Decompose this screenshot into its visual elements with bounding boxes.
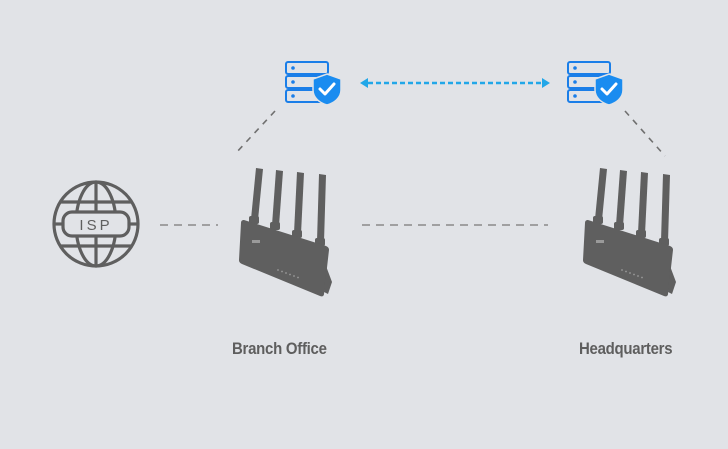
vpn-tunnel-arrow <box>360 78 550 88</box>
globe-icon: ISP <box>52 180 140 268</box>
arrow-right-icon <box>542 78 550 88</box>
headquarters-label: Headquarters <box>579 339 673 358</box>
check-icon <box>318 82 336 96</box>
router-icon <box>583 168 676 297</box>
isp-label: ISP <box>79 217 112 234</box>
branch-secure-server <box>284 60 344 106</box>
branch-router <box>236 166 340 298</box>
branch-server-link <box>234 110 276 155</box>
router-icon <box>239 168 332 297</box>
isp-link-line <box>160 224 218 226</box>
branch-office-label: Branch Office <box>232 339 327 358</box>
wan-link-line <box>362 224 548 226</box>
isp-node: ISP <box>50 178 142 270</box>
hq-server-link <box>624 110 666 157</box>
secure-server-icon <box>285 61 342 106</box>
brand-logo <box>596 240 604 243</box>
arrow-left-icon <box>360 78 368 88</box>
hq-router <box>580 166 684 298</box>
hq-secure-server <box>566 60 626 106</box>
secure-server-icon <box>567 61 624 106</box>
check-icon <box>600 82 618 96</box>
brand-logo <box>252 240 260 243</box>
